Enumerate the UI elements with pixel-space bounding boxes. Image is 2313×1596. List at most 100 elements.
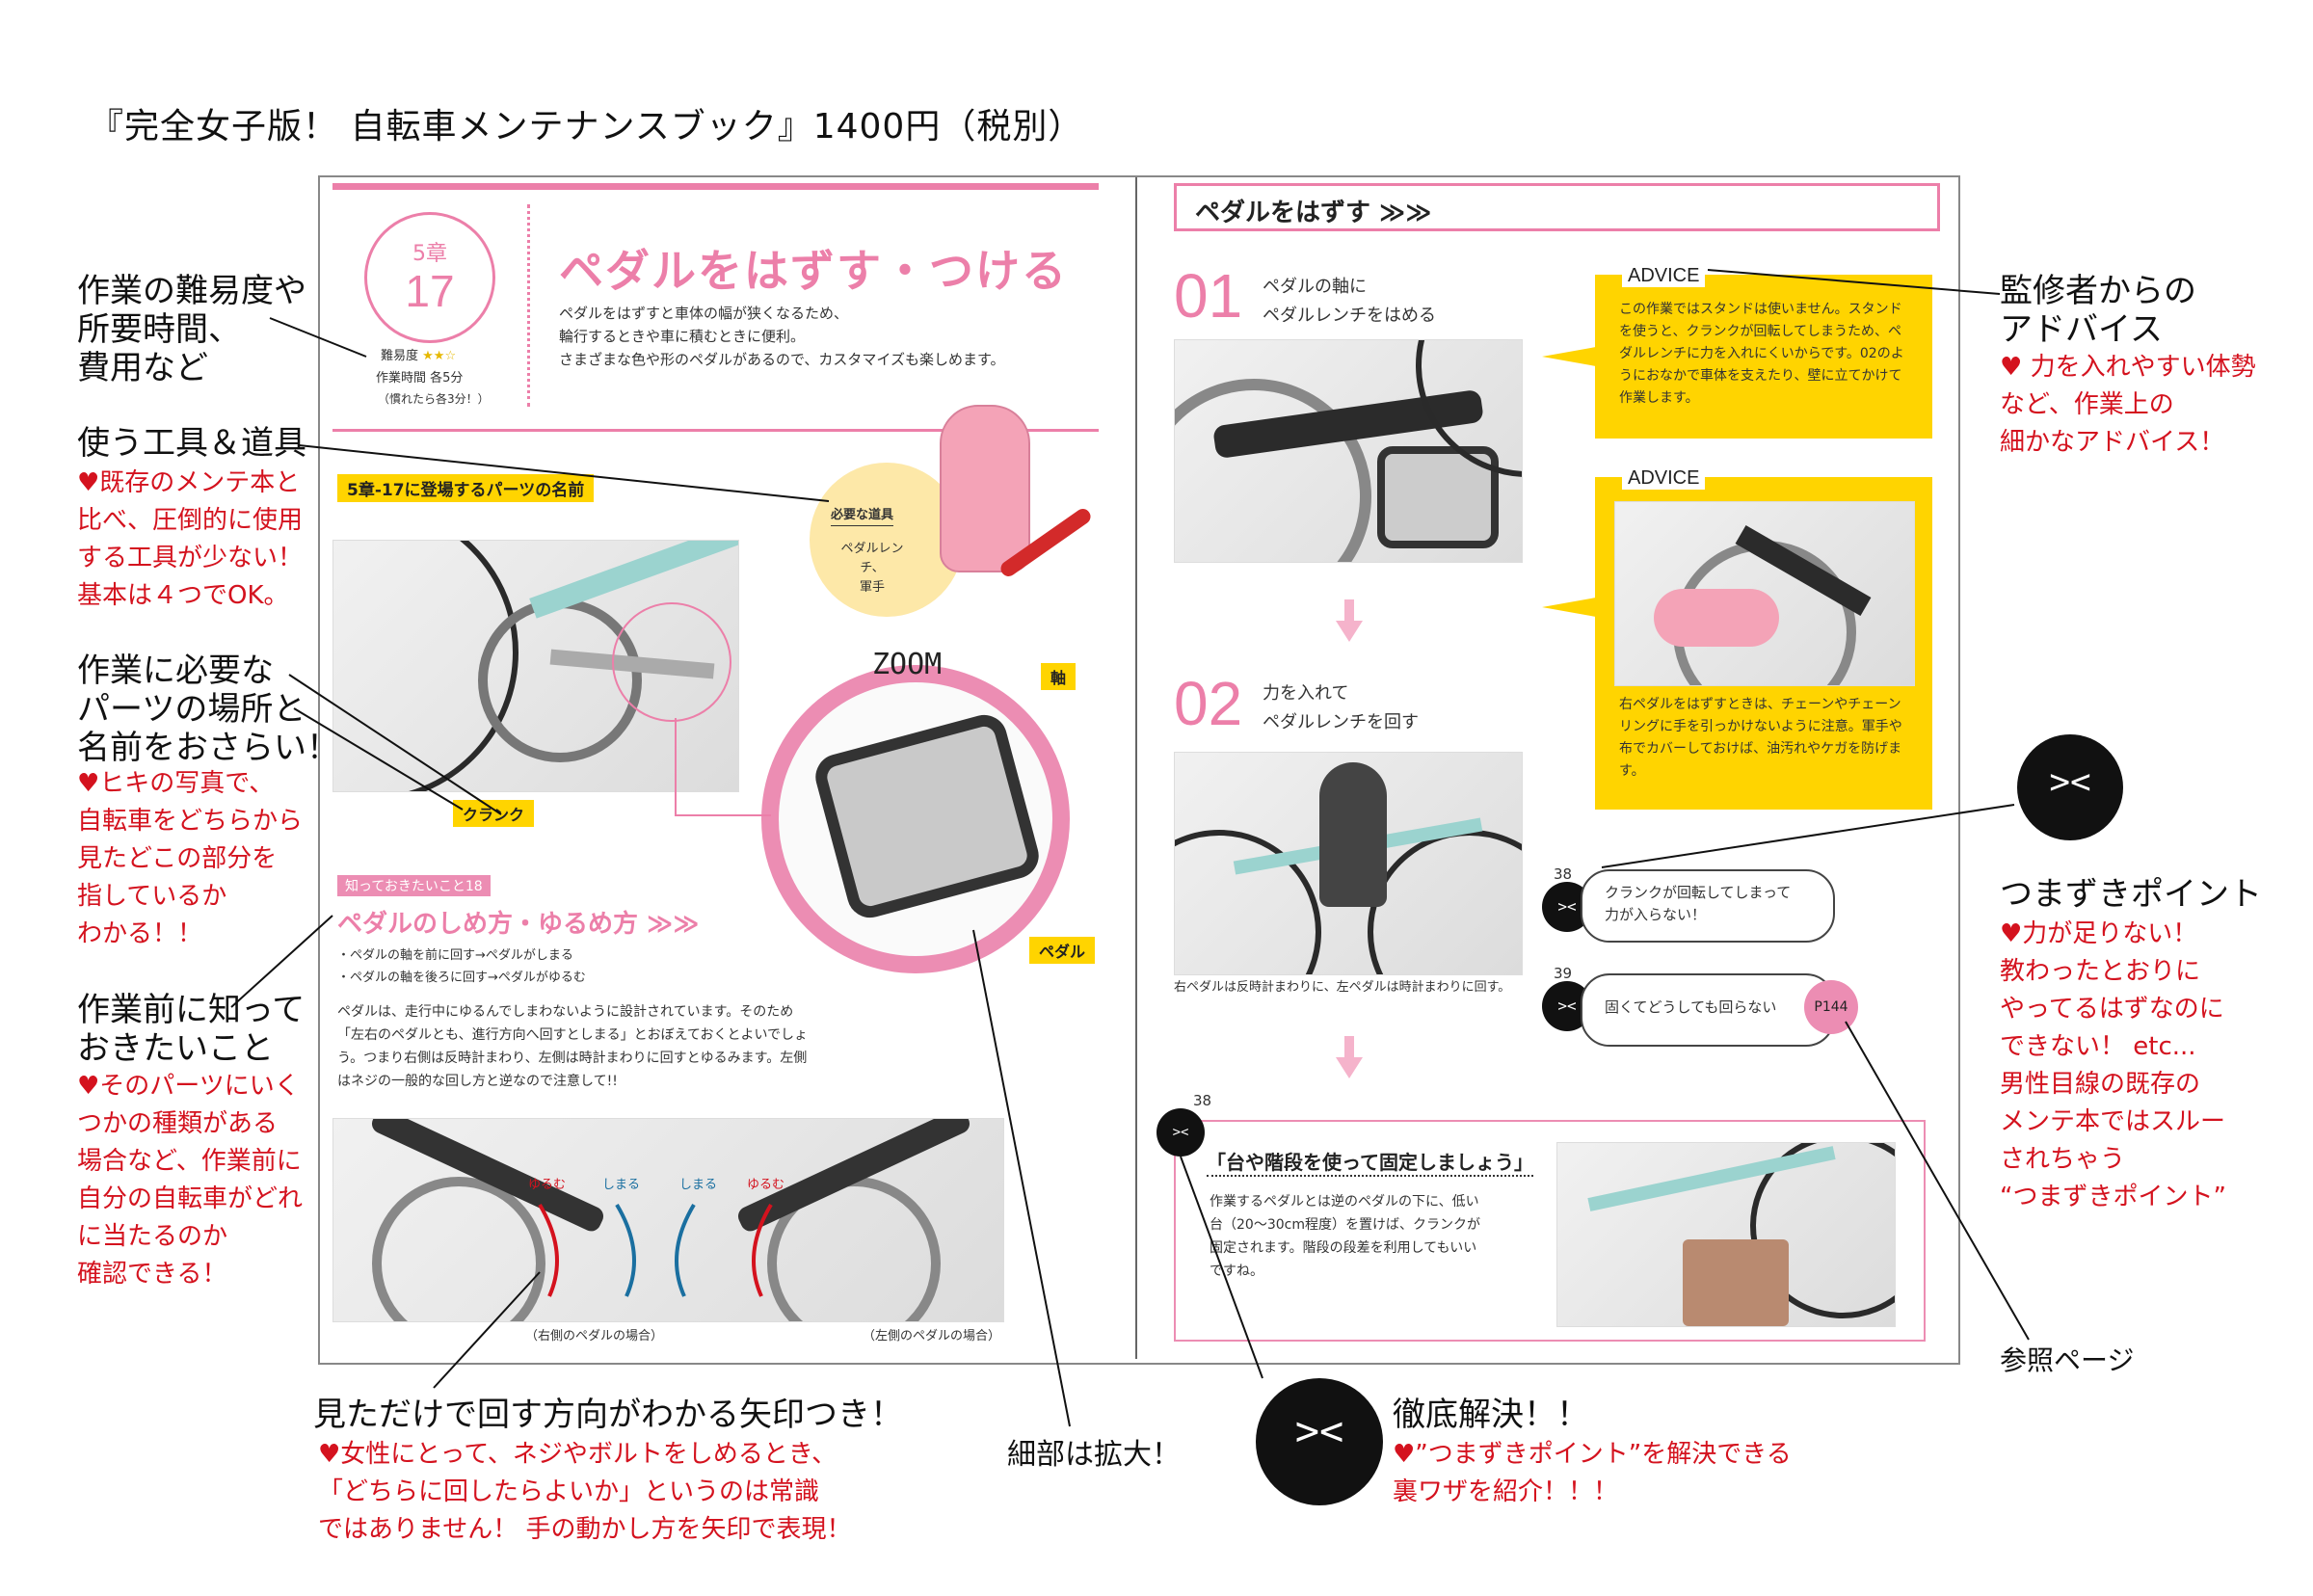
leader-arrow	[433, 1271, 541, 1389]
annotation-before-head: 作業前に知って おきたいこと	[77, 991, 306, 1068]
leader-advice	[1707, 269, 2001, 295]
leader-solve	[1180, 1156, 1263, 1379]
zoom-label: ZOOM	[872, 648, 943, 681]
advice-text-2: 右ペダルをはずすときは、チェーンやチェーンリングに手を引っかけないように注意。軍…	[1619, 697, 1902, 779]
annotation-solve-red: ♥”つまずきポイント”を解決できる 裏ワザを紹介！！！	[1393, 1440, 1792, 1506]
step1-photo	[1174, 339, 1523, 563]
annotation-zoom: 細部は拡大！	[1007, 1438, 1181, 1472]
tighten-label-right: しまる	[602, 1178, 641, 1192]
leader-before	[230, 915, 333, 1008]
trouble2-text: 固くてどうしても回らない	[1605, 998, 1777, 1016]
person-figure	[1319, 762, 1387, 907]
leader-difficulty	[269, 317, 367, 358]
arrow-loosen-right	[538, 1203, 559, 1297]
solution-face-icon: ><	[1156, 1108, 1205, 1157]
stumble-face-icon: ><	[2017, 734, 2123, 840]
crank-label: クランク	[453, 800, 535, 827]
annotation-advice-head: 監修者からの アドバイス	[2000, 272, 2196, 349]
annotation-advice-red: ♥ 力を入れやすい体勢 など、作業上の 細かなアドバイス！	[2000, 353, 2256, 457]
annotation-stumble-head: つまずきポイント	[2000, 875, 2262, 914]
wheel-icon	[1750, 1143, 1895, 1318]
right-header-box	[1174, 183, 1940, 231]
knowledge-title: ペダルのしめ方・ゆるめ方 ≫≫	[337, 910, 700, 939]
trouble1-bubble	[1581, 869, 1835, 943]
annotation-arrow-red: ♥女性にとって、ネジやボルトをしめるとき、 「どちらに回したらよいか」というのは…	[318, 1440, 852, 1544]
annotation-tools-head: 使う工具＆道具	[77, 424, 306, 463]
knowledge-body: ペダルは、走行中にゆるんでしまわないように設計されています。そのため「左右のペダ…	[337, 1004, 809, 1089]
solution-number: 38	[1193, 1092, 1212, 1109]
trouble1-number: 38	[1554, 865, 1573, 883]
step2-caption: 右ペダルは反時計まわりに、左ペダルは時計まわりに回す。	[1174, 980, 1511, 995]
trouble1-text: クランクが回転してしまって 力が入らない！	[1605, 884, 1792, 923]
step2-number: 02	[1174, 669, 1243, 738]
document-title: 『完全女子版！ 自転車メンテナンスブック』1400円（税別）	[89, 107, 1084, 146]
left-page-top-rule	[332, 183, 1099, 190]
leader-zoom	[972, 929, 1071, 1427]
difficulty-stars: ★★☆	[422, 349, 457, 363]
difficulty-label: 難易度	[381, 349, 419, 363]
advice-box-1	[1595, 275, 1932, 439]
rotation-photo	[332, 1118, 1004, 1322]
tools-title: 必要な道具	[831, 506, 894, 526]
annotation-parts-red: ♥ヒキの写真で、 自転車をどちらから 見たどこの部分を 指しているか わかる！！	[77, 769, 304, 948]
difficulty-row: 難易度 ★★☆	[381, 347, 516, 366]
leader-ref	[1845, 1021, 2030, 1341]
zoom-connector	[675, 718, 677, 814]
time-row: 作業時間 各5分	[376, 369, 520, 388]
annotation-arrow-head: 見ただけで回す方向がわかる矢印つき！	[313, 1396, 903, 1434]
glove-photo	[940, 405, 1030, 572]
right-header-text: ペダルをはずす ≫≫	[1195, 199, 1432, 227]
reference-badge[interactable]: P144	[1804, 980, 1858, 1034]
pedal-label: ペダル	[1029, 937, 1096, 964]
tools-circle	[810, 463, 964, 617]
parts-tag: 5章-17に登場するパーツの名前	[337, 474, 595, 502]
zoom-marker-circle	[612, 602, 731, 722]
intro-text: ペダルをはずすと車体の幅が狭くなるため、 輪行するときや車に積むときに便利。 さ…	[559, 305, 1005, 368]
time-note: （慣れたら各3分！）	[378, 392, 490, 406]
advice-label-2: ADVICE	[1622, 467, 1706, 490]
page-heading: ペダルをはずす・つける	[559, 245, 1068, 297]
flow-arrow-2	[1336, 1036, 1363, 1078]
solve-face-icon: ><	[1256, 1378, 1383, 1505]
annotation-tools-red: ♥既存のメンテ本と 比べ、圧倒的に使用 する工具が少ない！ 基本は４つでOK。	[77, 468, 304, 610]
arrow-loosen-left	[752, 1203, 773, 1297]
trouble2-number: 39	[1554, 965, 1573, 982]
solution-title: 「台や階段を使って固定しましょう」	[1207, 1147, 1533, 1177]
bullet-tighten: ・ペダルの軸を前に回す→ペダルがしまる	[337, 948, 573, 963]
step2-photo	[1174, 752, 1523, 975]
advice-pointer-1	[1542, 347, 1596, 366]
glove-icon	[1654, 589, 1779, 647]
annotation-ref: 参照ページ	[2000, 1344, 2135, 1376]
chainring-left-icon	[372, 1177, 545, 1321]
arrow-tighten-left	[675, 1203, 696, 1297]
caption-right-pedal: （右側のペダルの場合）	[525, 1329, 664, 1343]
solution-box	[1174, 1120, 1926, 1342]
page-gutter	[1135, 177, 1137, 1359]
axis-label: 軸	[1041, 663, 1077, 690]
chapter-badge: 5章 17	[364, 212, 495, 343]
solution-photo	[1556, 1142, 1896, 1327]
annotation-solve-head: 徹底解決！！	[1393, 1396, 1589, 1434]
trouble2-bubble	[1581, 973, 1835, 1047]
tools-list: ペダルレンチ、 軍手	[840, 542, 904, 595]
chapter-label: 5章	[412, 242, 447, 266]
solution-body: 作業するペダルとは逆のペダルの下に、低い台（20〜30cm程度）を置けば、クラン…	[1210, 1194, 1480, 1279]
reference-page: P144	[1814, 999, 1848, 1015]
section-rule	[332, 429, 1099, 432]
advice-label-1: ADVICE	[1622, 265, 1706, 287]
annotation-stumble-red: ♥力が足りない！ 教わったとおりに やってるはずなのに できない！ etc...…	[2000, 919, 2226, 1211]
tighten-label-left: しまる	[679, 1178, 718, 1192]
advice-text-1: この作業ではスタンドは使いません。スタンドを使うと、クランクが回転してしまうため…	[1619, 302, 1904, 406]
advice-photo	[1614, 501, 1915, 686]
step2-text: 力を入れて ペダルレンチを回す	[1263, 683, 1419, 732]
leader-stumble	[1601, 804, 2015, 868]
caption-left-pedal: （左側のペダルの場合）	[863, 1329, 1001, 1343]
annotation-difficulty: 作業の難易度や 所要時間、 費用など	[77, 272, 306, 387]
leader-parts-2	[293, 707, 464, 811]
knowledge-tag: 知っておきたいこと18	[337, 875, 491, 896]
annotation-before-red: ♥そのパーツにいく つかの種類がある 場合など、作業前に 自分の自転車がどれ に…	[77, 1072, 304, 1289]
flow-arrow-1	[1336, 599, 1363, 642]
annotation-parts-head: 作業に必要な パーツの場所と 名前をおさらい！	[77, 652, 339, 767]
bullet-loosen: ・ペダルの軸を後ろに回す→ペダルがゆるむ	[337, 971, 586, 985]
